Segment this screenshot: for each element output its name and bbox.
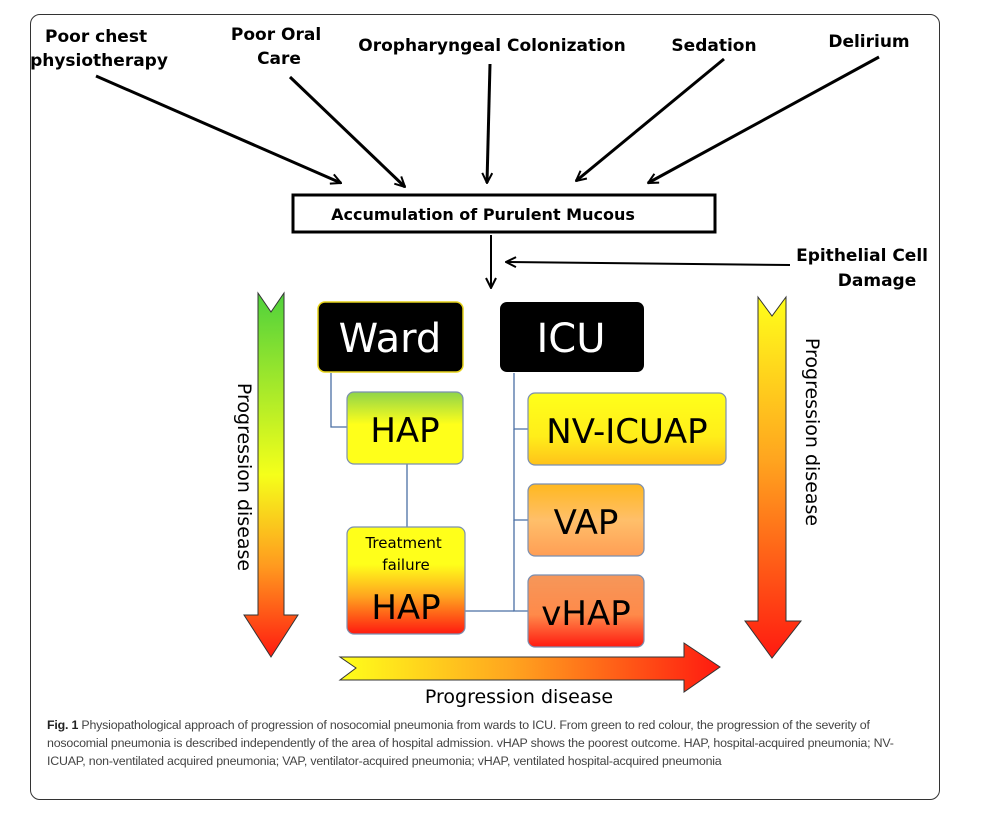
treatment-failure-box [346, 526, 466, 635]
arrow-epithelial [506, 262, 791, 265]
connector-ward-hap [330, 373, 347, 428]
hap-box [346, 391, 464, 465]
arrow-oral-to-mucous [288, 75, 405, 187]
figure-caption: Fig. 1 Physiopathological approach of pr… [47, 716, 927, 770]
ward-box [317, 301, 464, 373]
connector-icu-nvicuap [513, 373, 528, 430]
arrow-delirium-to-mucous [648, 55, 880, 185]
connectors [330, 373, 528, 612]
connector-icu-vap [513, 429, 528, 521]
nv-icuap-label: NV-ICUAP [546, 412, 707, 452]
icu-label: ICU [536, 316, 605, 362]
progression-arrow-bottom [338, 642, 721, 693]
progression-label-bottom: Progression disease [425, 686, 613, 708]
progression-label-right: Progression disease [801, 338, 823, 526]
vap-label: VAP [554, 503, 619, 543]
factor-poor-oral-care: Poor Oral Care [231, 25, 327, 69]
treatment-failure-label: Treatment failure [364, 534, 446, 574]
mucous-box [291, 193, 717, 234]
icu-box [500, 302, 644, 372]
nv-icuap-box [527, 392, 727, 466]
factor-oropharyngeal-colonization: Oropharyngeal Colonization [358, 36, 625, 56]
factor-delirium: Delirium [828, 32, 909, 52]
ward-label: Ward [339, 316, 442, 362]
progression-arrow-right [744, 295, 803, 659]
vhap-label: vHAP [541, 594, 630, 634]
progression-arrow-left [243, 291, 299, 658]
arrow-sedation-to-mucous [576, 57, 725, 181]
vap-box [527, 483, 645, 557]
mucous-label: Accumulation of Purulent Mucous [331, 205, 635, 224]
arrow-oropharyngeal-to-mucous [487, 63, 490, 183]
factor-sedation: Sedation [671, 36, 756, 56]
factor-epithelial-cell-damage: Epithelial Cell Damage [796, 246, 934, 291]
factor-poor-chest-physiotherapy: Poor chest physiotherapy [30, 27, 168, 71]
progression-label-left: Progression disease [233, 383, 255, 571]
figure-frame [30, 14, 940, 800]
arrow-chest-to-mucous [95, 74, 341, 183]
treatment-failure-hap-label: HAP [371, 588, 440, 628]
caption-text: Physiopathological approach of progressi… [47, 718, 894, 768]
hap-label: HAP [370, 411, 439, 451]
connector-icu-vhap [513, 520, 528, 612]
caption-label: Fig. 1 [47, 718, 79, 732]
vhap-box [527, 574, 645, 648]
